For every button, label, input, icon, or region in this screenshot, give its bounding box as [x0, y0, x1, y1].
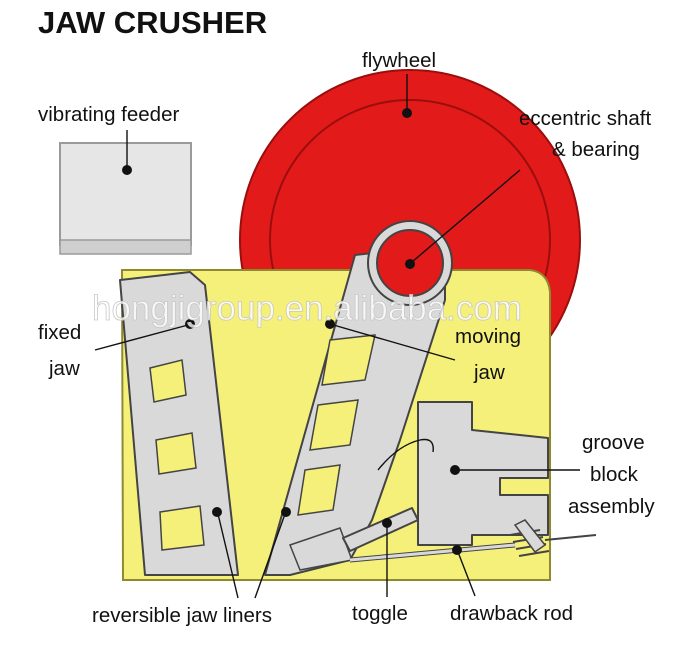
labels: flywheel eccentric shaft & bearing vibra… [38, 49, 655, 627]
watermark: hongjigroup.en.alibaba.com [92, 289, 522, 328]
fixed-jaw-window-3 [159, 505, 205, 551]
eccentric-shaft-marker [405, 259, 415, 269]
fixed-jaw-body [119, 271, 239, 576]
moving-jaw-window-1 [321, 334, 376, 386]
moving-jaw-window-2 [309, 399, 359, 451]
feeder-lip [59, 239, 192, 255]
label-groove-block-2: block [590, 463, 639, 486]
drawback-rod-assembly [349, 519, 597, 563]
moving-jaw-marker [325, 319, 335, 329]
drawback-rod-marker [452, 545, 462, 555]
groove-block-assembly [417, 401, 549, 546]
label-fixed-jaw-2: jaw [48, 357, 80, 380]
label-eccentric-shaft-2: & bearing [552, 138, 640, 161]
groove-block-marker [450, 465, 460, 475]
fixed-jaw-marker [185, 319, 195, 329]
moving-jaw-window-3 [297, 464, 341, 516]
label-drawback-rod: drawback rod [450, 602, 573, 625]
label-reversible-jaw-liners: reversible jaw liners [92, 604, 272, 627]
fixed-jaw-window-1 [149, 359, 187, 403]
moving-liner-marker [281, 507, 291, 517]
spring-curve [377, 438, 434, 471]
vibrating-feeder [59, 142, 192, 255]
fixed-jaw [119, 271, 239, 576]
feeder-body [59, 142, 192, 246]
label-toggle: toggle [352, 602, 408, 625]
drawback-rod-end [544, 534, 597, 541]
toggle-plate [342, 507, 419, 552]
label-fixed-jaw-1: fixed [38, 321, 81, 344]
label-groove-block-3: assembly [568, 495, 655, 518]
diagram-title: JAW CRUSHER [38, 5, 267, 40]
toggle-marker [382, 518, 392, 528]
label-vibrating-feeder: vibrating feeder [38, 103, 179, 126]
feeder-marker [122, 165, 132, 175]
label-groove-block-1: groove [582, 431, 645, 454]
groove-block-body [417, 401, 549, 546]
fixed-liner-marker [212, 507, 222, 517]
label-flywheel: flywheel [362, 49, 436, 72]
label-moving-jaw-1: moving [455, 325, 521, 348]
label-moving-jaw-2: jaw [473, 361, 505, 384]
fixed-jaw-window-2 [155, 432, 197, 475]
leader-lines [94, 74, 580, 599]
flywheel-marker [402, 108, 412, 118]
label-eccentric-shaft-1: eccentric shaft [519, 107, 651, 130]
